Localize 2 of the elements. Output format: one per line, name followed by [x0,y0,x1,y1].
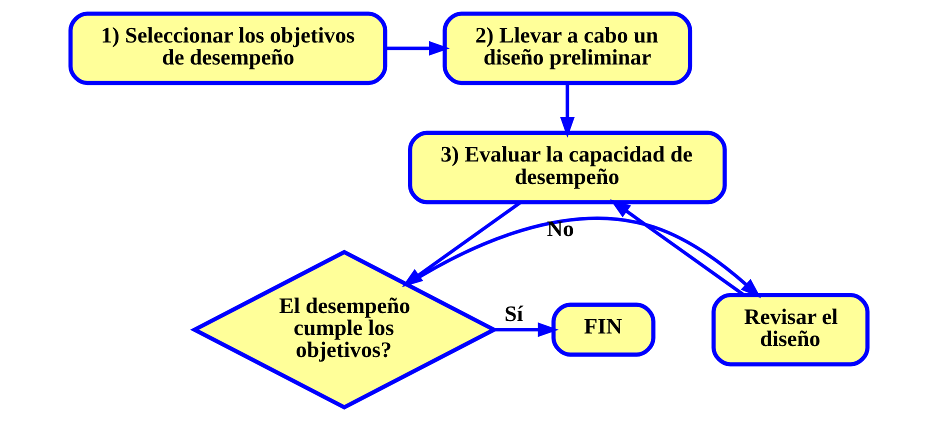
edge-label: No [546,216,574,241]
edge-label: Sí [504,301,524,326]
